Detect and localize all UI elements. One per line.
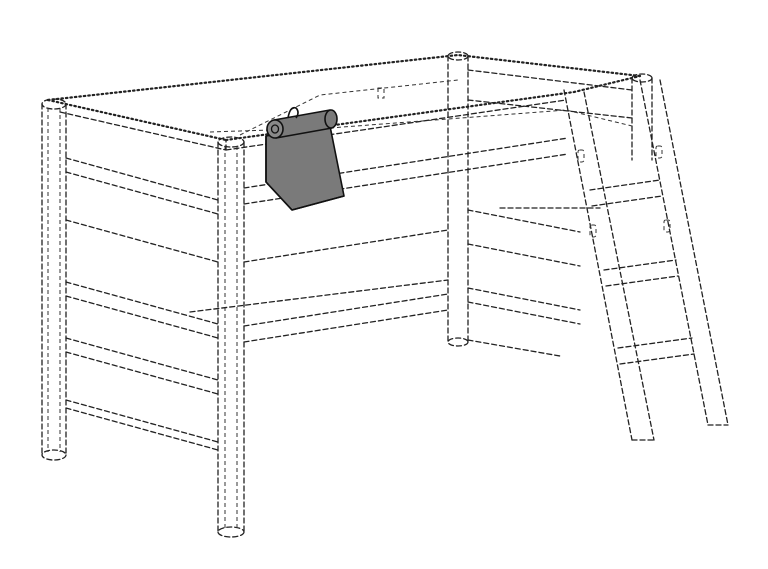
wedge-accessory <box>265 106 345 211</box>
post-front-right <box>217 136 245 538</box>
end-panels-left <box>65 157 219 443</box>
ladder <box>563 79 729 441</box>
back-rails <box>189 69 633 325</box>
post-front-left <box>41 98 67 461</box>
post-back-right <box>631 73 653 161</box>
top-frame-outline <box>46 53 642 142</box>
post-back-left <box>447 51 469 347</box>
lower-frame <box>65 339 561 451</box>
